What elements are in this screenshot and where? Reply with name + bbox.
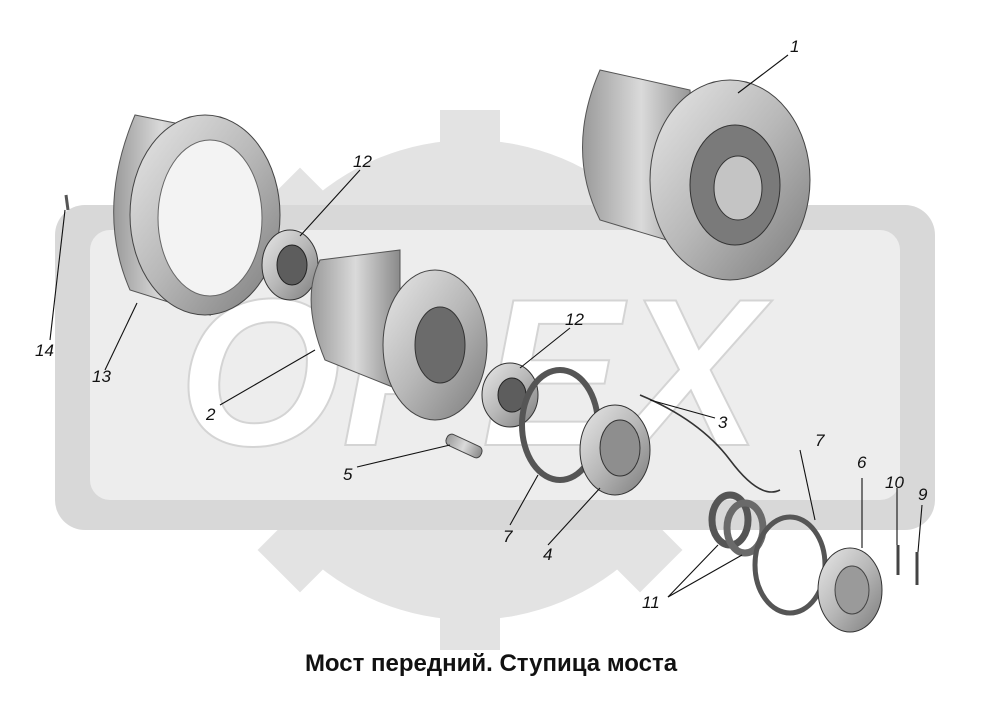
part-11-rings [708, 491, 767, 557]
part-2-hub [310, 249, 488, 421]
part-13-brake-drum [113, 114, 281, 316]
callout-12-lower: 12 [565, 310, 584, 329]
part-4-cover [579, 404, 651, 496]
callout-2: 2 [205, 405, 216, 424]
part-12-bearing-upper [261, 229, 319, 301]
callout-13: 13 [92, 367, 111, 386]
callout-12-upper: 12 [353, 152, 372, 171]
part-1-hub-drum-assembly [582, 69, 811, 281]
part-6-cap [817, 547, 883, 633]
leader-lines [49, 54, 923, 598]
part-7-gasket-right [752, 514, 828, 616]
callout-1: 1 [790, 37, 799, 56]
part-3-wire [639, 394, 781, 493]
callout-6: 6 [857, 453, 867, 472]
callout-7-middle: 7 [503, 527, 513, 546]
watermark-logo: OPEX [55, 110, 935, 650]
callout-10: 10 [885, 473, 904, 492]
diagram-caption: Мост передний. Ступица моста [304, 650, 678, 677]
callout-7-right: 7 [815, 431, 825, 450]
part-5-pin [445, 433, 483, 459]
part-14-pin [64, 194, 70, 211]
callout-5: 5 [343, 465, 353, 484]
callout-3: 3 [718, 413, 728, 432]
callout-9: 9 [918, 485, 928, 504]
callout-4: 4 [543, 545, 552, 564]
callout-14: 14 [35, 341, 54, 360]
callout-labels: 1 12 12 2 3 4 5 7 7 6 10 9 11 13 14 [35, 37, 928, 612]
callout-11: 11 [642, 593, 660, 612]
